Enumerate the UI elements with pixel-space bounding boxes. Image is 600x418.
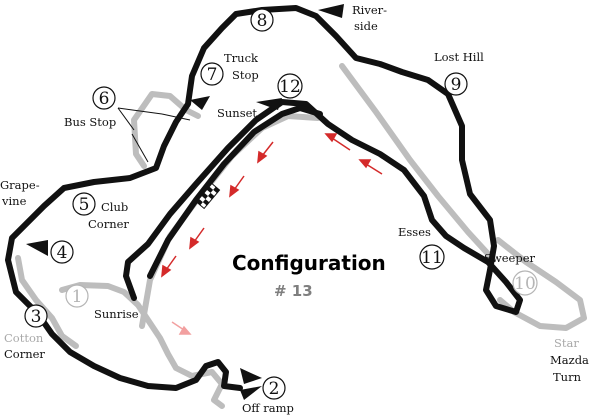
turn-number-10: 10: [514, 274, 536, 294]
turn-marker-8[interactable]: 8: [250, 8, 274, 32]
direction-arrows: [161, 133, 383, 278]
turn-number-5: 5: [79, 195, 90, 215]
turn-number-8: 8: [257, 11, 268, 31]
turn-number-12: 12: [279, 77, 301, 97]
label-lost-hill: Lost Hill: [434, 50, 484, 64]
label-grapevine-1: Grape-: [0, 178, 40, 192]
turn-marker-10[interactable]: 10: [512, 270, 538, 296]
inactive-track-star-mazda: [495, 237, 587, 331]
label-club-corner-2: Corner: [88, 217, 129, 231]
pointer-off-ramp: [240, 368, 262, 384]
turn-labels: River- side Truck Stop Lost Hill Sunset …: [0, 3, 589, 415]
label-cotton: Cotton: [4, 331, 44, 345]
pointer-turn-4: [26, 240, 48, 256]
turn-markers: 1 2 3 4 5 6 7 8: [24, 8, 538, 400]
label-esses: Esses: [398, 225, 431, 239]
inactive-track-lost-hill-cut: [339, 63, 493, 259]
direction-arrow-icon: [358, 159, 383, 175]
turn-marker-7[interactable]: 7: [200, 62, 224, 86]
turn-number-4: 4: [57, 243, 68, 263]
label-corner: Corner: [4, 347, 45, 361]
label-turn: Turn: [553, 370, 582, 384]
turn-number-6: 6: [99, 89, 110, 109]
label-grapevine-2: vine: [1, 194, 27, 208]
leader-bus-stop-1: [117, 107, 135, 131]
leader-lines: [117, 107, 191, 163]
turn-marker-4[interactable]: 4: [50, 240, 74, 264]
leader-bus-stop-2: [117, 107, 163, 115]
turn-marker-9[interactable]: 9: [444, 72, 468, 96]
turn-number-7: 7: [207, 65, 218, 85]
active-track-main-loop: [5, 5, 523, 391]
turn-marker-5[interactable]: 5: [72, 192, 96, 216]
turn-number-3: 3: [31, 307, 42, 327]
pointer-riverside: [318, 4, 344, 18]
pointer-sunset: [256, 98, 282, 110]
active-track: [5, 5, 523, 391]
direction-arrow-icon: [161, 255, 177, 278]
start-finish-flag-icon: [195, 182, 221, 210]
turn-number-9: 9: [451, 75, 462, 95]
configuration-title: Configuration: [232, 251, 386, 275]
turn-number-1: 1: [72, 287, 83, 307]
direction-arrow-icon: [229, 175, 245, 198]
turn-marker-3[interactable]: 3: [24, 304, 48, 328]
label-star: Star: [554, 336, 579, 350]
pointer-off-ramp-2: [240, 386, 262, 400]
direction-arrow-faded: [171, 321, 192, 335]
label-riverside-1: River-: [352, 3, 387, 17]
active-track-sunset-straight: [147, 105, 323, 279]
pointer-truck-stop: [190, 96, 210, 110]
direction-arrow-icon: [257, 141, 274, 164]
label-truck-stop-2: Stop: [232, 68, 259, 82]
leader-bus-stop-3: [131, 133, 149, 163]
direction-arrow-icon: [324, 133, 351, 151]
inactive-track-sunrise-loop: [59, 282, 225, 409]
direction-arrow-icon: [189, 227, 205, 250]
turn-number-11: 11: [421, 248, 443, 268]
label-riverside-2: side: [354, 19, 378, 33]
turn-marker-1[interactable]: 1: [65, 284, 89, 308]
label-club-corner-1: Club: [101, 200, 128, 214]
leader-bus-stop-4: [161, 113, 191, 121]
configuration-number: # 13: [274, 282, 313, 300]
turn-marker-11[interactable]: 11: [419, 244, 445, 270]
label-truck-stop-1: Truck: [224, 51, 259, 65]
turn-number-2: 2: [269, 379, 280, 399]
label-sunset: Sunset: [217, 106, 257, 120]
label-sweeper: Sweeper: [484, 251, 536, 265]
turn-marker-2[interactable]: 2: [262, 376, 286, 400]
label-sunrise: Sunrise: [94, 307, 139, 321]
label-off-ramp: Off ramp: [242, 401, 294, 415]
turn-marker-12[interactable]: 12: [277, 73, 303, 99]
label-mazda: Mazda: [550, 353, 589, 367]
turn-marker-6[interactable]: 6: [92, 86, 116, 110]
label-bus-stop: Bus Stop: [64, 115, 116, 129]
turn-pointers: [26, 4, 344, 400]
